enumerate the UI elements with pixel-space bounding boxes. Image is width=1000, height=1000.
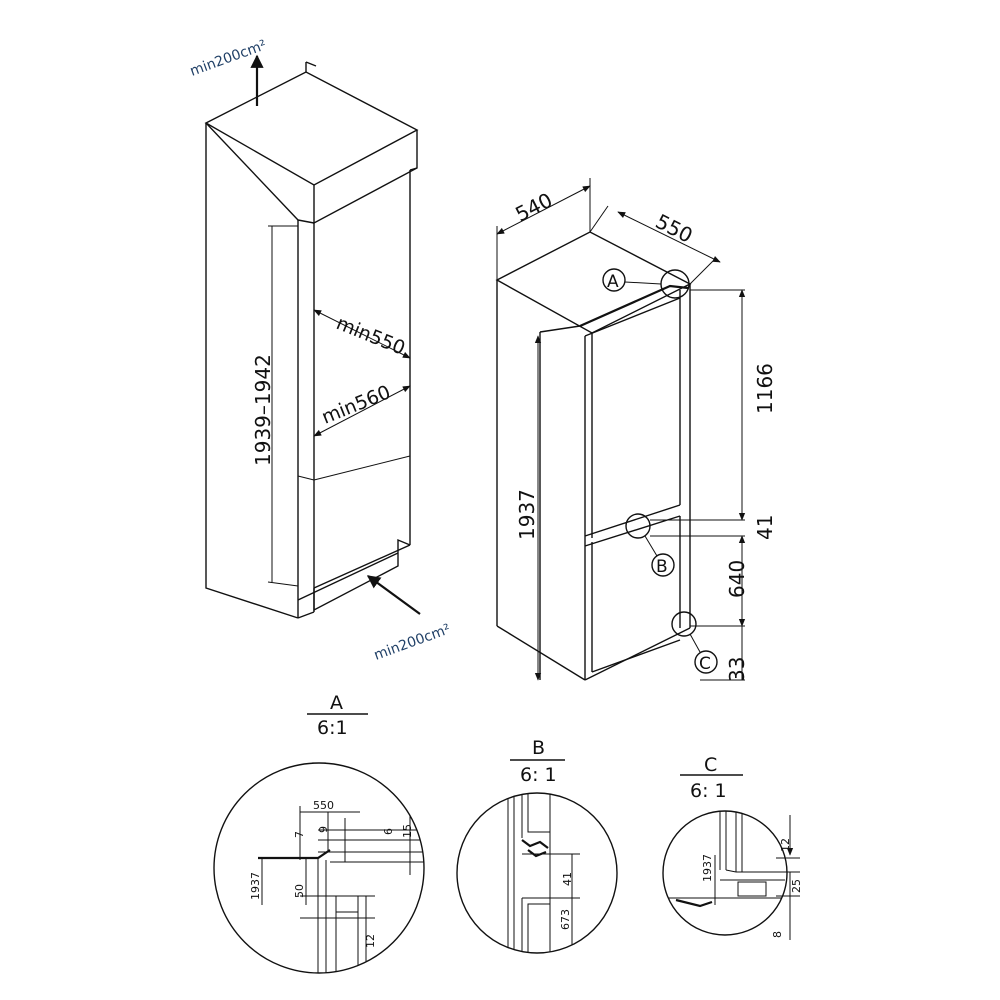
detail-b-41: 41 [561,872,574,886]
appliance-base-label: 33 [725,657,749,682]
detail-c-8: 8 [771,931,784,938]
detail-c-scale: 6: 1 [690,780,727,802]
detail-b-673: 673 [559,909,572,930]
appliance-height-label: 1937 [515,489,539,540]
appliance-depth-label: 550 [652,209,697,248]
detail-c-25: 25 [790,879,803,893]
detail-c-drawing [665,811,785,908]
appliance-door-gap-label: 41 [753,515,777,540]
callout-c: C [699,654,711,674]
niche-vent-bottom-label: min200cm² [372,621,453,663]
appliance-drawing [495,178,746,681]
detail-a-7: 7 [293,831,306,838]
detail-a-6: 6 [382,828,395,835]
appliance-width-label: 540 [511,188,556,227]
detail-a-50: 50 [293,884,306,898]
detail-a-scale: 6:1 [317,717,348,739]
detail-b-letter: B [532,737,545,759]
detail-a-550: 550 [313,799,334,812]
detail-b-scale: 6: 1 [520,764,557,786]
detail-b-drawing [507,793,580,953]
callout-b: B [656,557,668,577]
detail-a-letter: A [330,692,343,714]
detail-a-15: 15 [401,824,414,838]
detail-c-letter: C [704,754,717,776]
detail-c-circle [662,810,788,936]
detail-a-1937: 1937 [249,872,262,900]
detail-c-12: 12 [779,838,792,852]
detail-a-circle [213,762,425,974]
niche-width-label: min560 [319,381,394,428]
detail-a-12: 12 [364,934,377,948]
detail-a-9: 9 [317,826,330,833]
niche-depth-label: min550 [333,312,408,359]
detail-a-drawing [258,806,424,973]
callout-a: A [607,272,619,292]
detail-c-1937: 1937 [701,854,714,882]
detail-b-circle [456,792,618,954]
appliance-door-upper-label: 1166 [753,363,777,414]
appliance-door-lower-label: 640 [725,560,749,598]
niche-height-label: 1939–1942 [251,354,275,466]
niche-drawing [204,54,421,619]
